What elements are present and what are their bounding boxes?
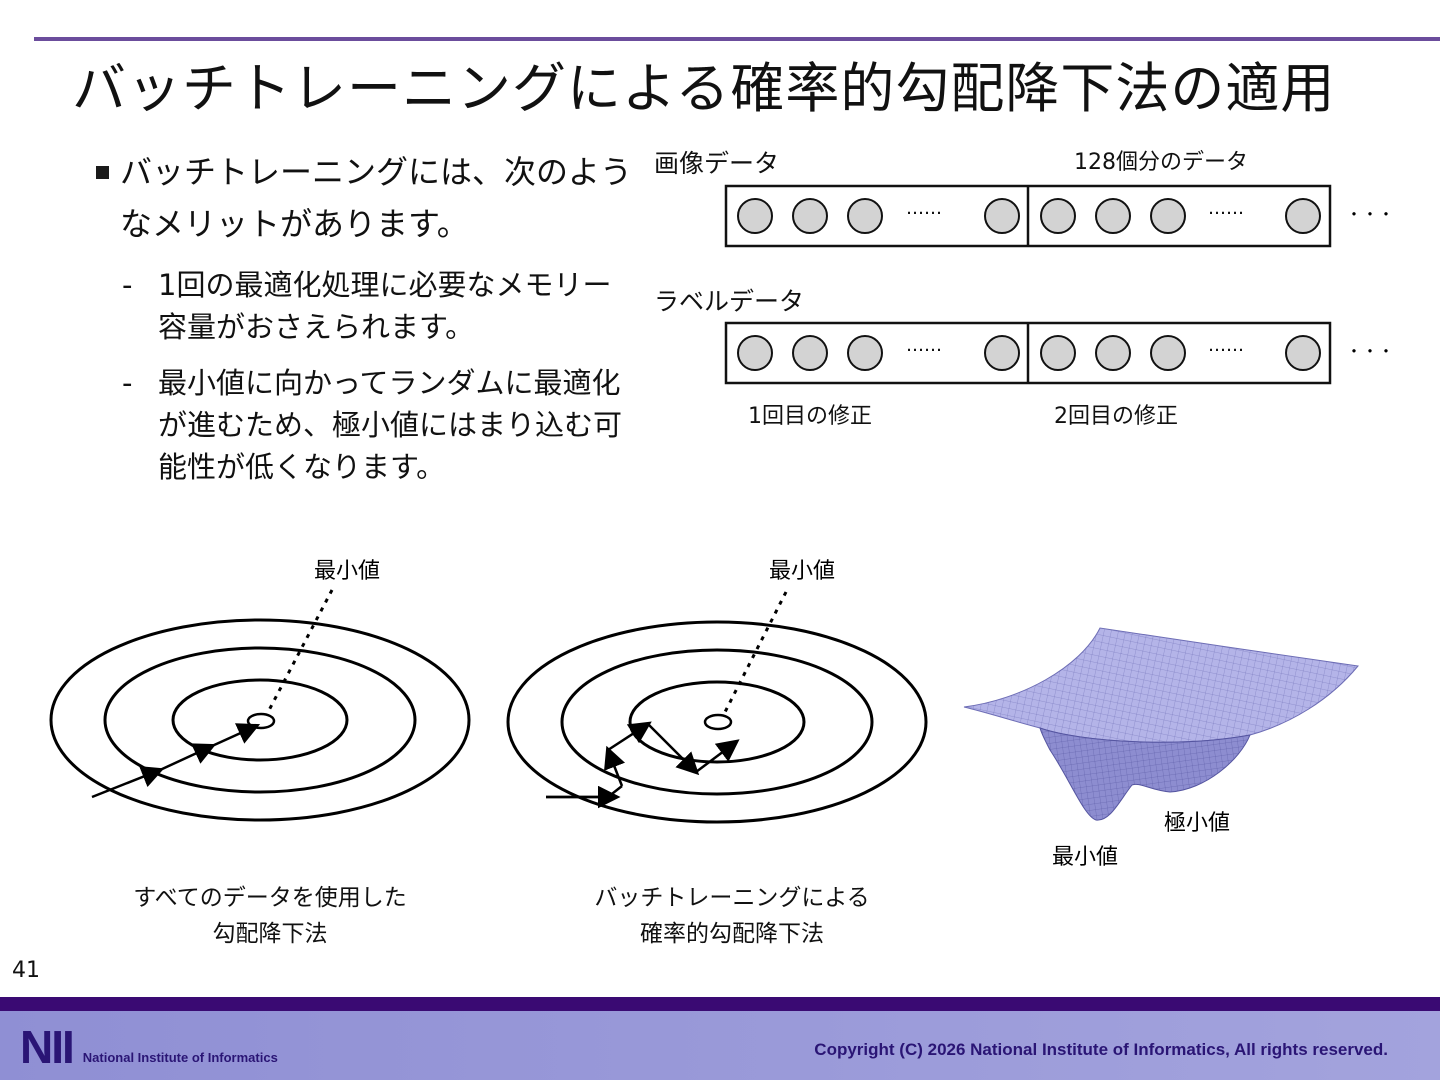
sgd-caption: バッチトレーニングによる 確率的勾配降下法 bbox=[562, 880, 902, 952]
label-data-label: ラベルデータ bbox=[654, 287, 805, 316]
data-sample-circle bbox=[1095, 198, 1131, 234]
contour-ellipse bbox=[560, 648, 874, 796]
dash-marker: - bbox=[122, 366, 133, 400]
minimum-point bbox=[703, 713, 733, 731]
ellipsis-text: …… bbox=[906, 335, 942, 356]
data-sample-circle bbox=[792, 198, 828, 234]
descent-step-arrow bbox=[159, 743, 217, 772]
page-number: 41 bbox=[12, 958, 40, 983]
minimum-label: 最小値 bbox=[314, 559, 380, 584]
data-sample-circle bbox=[1285, 198, 1321, 234]
bullet-item: バッチトレーニングには、次のようなメリットがあります。 bbox=[92, 146, 632, 250]
sub-bullet-text: 1回の最適化処理に必要なメモリー容量がおさえられます。 bbox=[158, 268, 612, 344]
minimum-pointer-line bbox=[265, 589, 334, 715]
data-sample-circle bbox=[1040, 198, 1076, 234]
data-sample-circle bbox=[1150, 198, 1186, 234]
caption-line: 確率的勾配降下法 bbox=[640, 921, 824, 947]
data-sample-circle bbox=[1285, 335, 1321, 371]
minimum-label: 最小値 bbox=[769, 559, 835, 584]
first-update-label: 1回目の修正 bbox=[748, 404, 872, 429]
sub-bullet-item: - 1回の最適化処理に必要なメモリー容量がおさえられます。 bbox=[92, 264, 632, 348]
bullet-text: バッチトレーニングには、次のようなメリットがあります。 bbox=[120, 153, 633, 243]
contour-ellipse bbox=[49, 618, 471, 822]
minimum-point bbox=[246, 712, 276, 730]
continuation-dots: ・・・ bbox=[1346, 342, 1394, 361]
data-sample-circle bbox=[1040, 335, 1076, 371]
contour-ellipse bbox=[171, 678, 349, 762]
descent-step-arrow bbox=[604, 745, 626, 787]
contour-ellipse bbox=[506, 620, 928, 824]
ellipsis-text: …… bbox=[1208, 335, 1244, 356]
full-gradient-descent-contour: 最小値 bbox=[49, 559, 471, 822]
surface-valley bbox=[1039, 727, 1251, 821]
surface-upper bbox=[963, 627, 1359, 743]
loss-surface-plot: 極小値 最小値 bbox=[963, 627, 1359, 870]
data-sample-circle bbox=[737, 335, 773, 371]
data-sample-circle bbox=[737, 198, 773, 234]
title-rule bbox=[34, 37, 1440, 41]
logo-text: National Institute of Informatics bbox=[82, 1050, 278, 1065]
batch-diagram: …… …… ・・・ …… …… ・・・ 最小値 bbox=[49, 184, 1394, 870]
copyright-notice: Copyright (C) 2026 National Institute of… bbox=[814, 1040, 1388, 1059]
sub-bullet-text: 最小値に向かってランダムに最適化が進むため、極小値にはまり込む可能性が低くなりま… bbox=[158, 366, 623, 484]
continuation-dots: ・・・ bbox=[1346, 205, 1394, 224]
descent-step-arrow bbox=[607, 721, 652, 752]
data-sample-circle bbox=[847, 335, 883, 371]
caption-line: 勾配降下法 bbox=[212, 921, 328, 947]
descent-step-arrow bbox=[647, 723, 700, 776]
square-bullet-icon bbox=[96, 166, 109, 179]
data-sample-circle bbox=[792, 335, 828, 371]
nii-logo: NII National Institute of Informatics bbox=[20, 1021, 278, 1073]
second-update-label: 2回目の修正 bbox=[1054, 404, 1178, 429]
ellipsis-text: …… bbox=[1208, 198, 1244, 219]
data-sample-circle bbox=[984, 335, 1020, 371]
slide-title: バッチトレーニングによる確率的勾配降下法の適用 bbox=[72, 57, 1336, 120]
descent-step-arrow bbox=[695, 739, 740, 773]
global-minimum-label: 最小値 bbox=[1052, 845, 1118, 870]
dash-marker: - bbox=[122, 268, 133, 302]
footer bbox=[0, 1011, 1440, 1080]
bullet-list: バッチトレーニングには、次のようなメリットがあります。 - 1回の最適化処理に必… bbox=[92, 146, 632, 488]
caption-line: すべてのデータを使用した bbox=[133, 885, 407, 911]
logo-mark: NII bbox=[20, 1021, 75, 1073]
data-sample-circle bbox=[1150, 335, 1186, 371]
data-sample-circle bbox=[984, 198, 1020, 234]
local-minimum-label: 極小値 bbox=[1164, 811, 1230, 836]
footer-band bbox=[0, 997, 1440, 1011]
batch-size-label: 128個分のデータ bbox=[1074, 150, 1248, 175]
sub-bullet-item: - 最小値に向かってランダムに最適化が進むため、極小値にはまり込む可能性が低くな… bbox=[92, 362, 632, 488]
image-data-label: 画像データ bbox=[654, 149, 780, 178]
stochastic-gradient-descent-contour: 最小値 bbox=[506, 559, 928, 824]
label-data-row: …… …… ・・・ bbox=[724, 321, 1394, 385]
descent-step-arrow bbox=[211, 723, 261, 748]
full-gd-caption: すべてのデータを使用した 勾配降下法 bbox=[100, 880, 440, 952]
ellipsis-text: …… bbox=[906, 198, 942, 219]
image-data-row: …… …… ・・・ bbox=[724, 184, 1394, 248]
data-sample-circle bbox=[847, 198, 883, 234]
descent-step-arrow bbox=[91, 766, 165, 799]
minimum-pointer-line bbox=[722, 591, 788, 715]
caption-line: バッチトレーニングによる bbox=[594, 885, 870, 911]
data-sample-circle bbox=[1095, 335, 1131, 371]
contour-ellipse bbox=[103, 646, 417, 794]
